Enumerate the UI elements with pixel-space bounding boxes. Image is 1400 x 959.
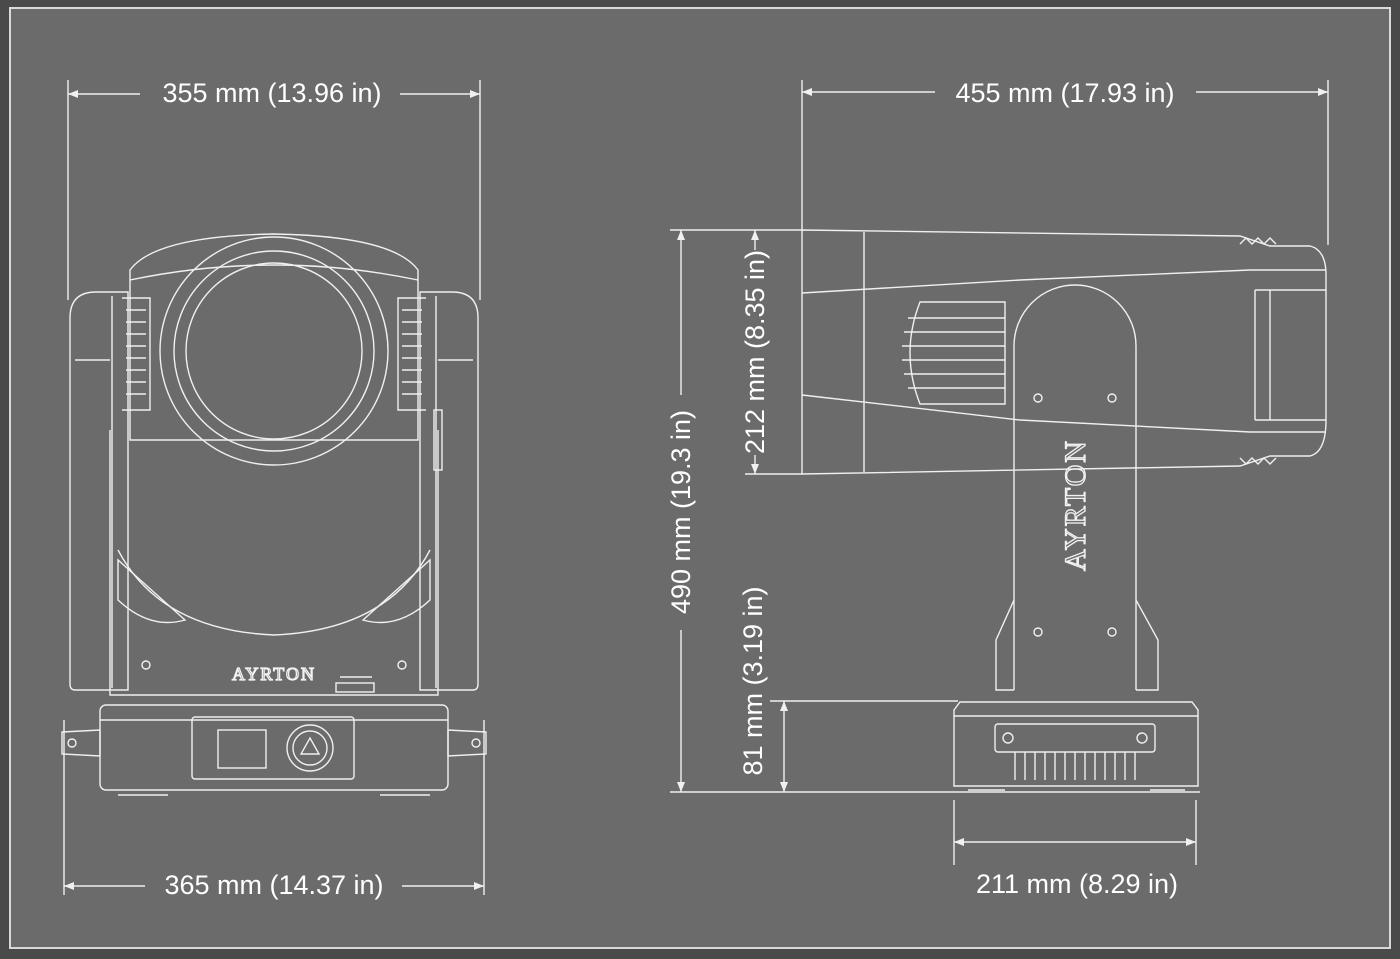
side-logo: AYRTON — [1059, 439, 1092, 571]
dim-front-width-top: 355 mm (13.96 in) — [162, 78, 381, 108]
drawing-frame — [9, 7, 1391, 949]
front-view — [61, 80, 487, 895]
dim-side-length: 455 mm (17.93 in) — [955, 78, 1174, 108]
dim-front-width-bottom: 365 mm (14.37 in) — [164, 870, 383, 900]
dim-head-height: 212 mm (8.35 in) — [740, 250, 770, 454]
dim-base-height: 81 mm (3.19 in) — [738, 586, 768, 775]
side-view — [670, 80, 1329, 865]
dim-base-depth: 211 mm (8.29 in) — [976, 869, 1178, 899]
dim-total-height: 490 mm (19.3 in) — [666, 410, 696, 614]
front-logo: AYRTON — [232, 664, 316, 684]
